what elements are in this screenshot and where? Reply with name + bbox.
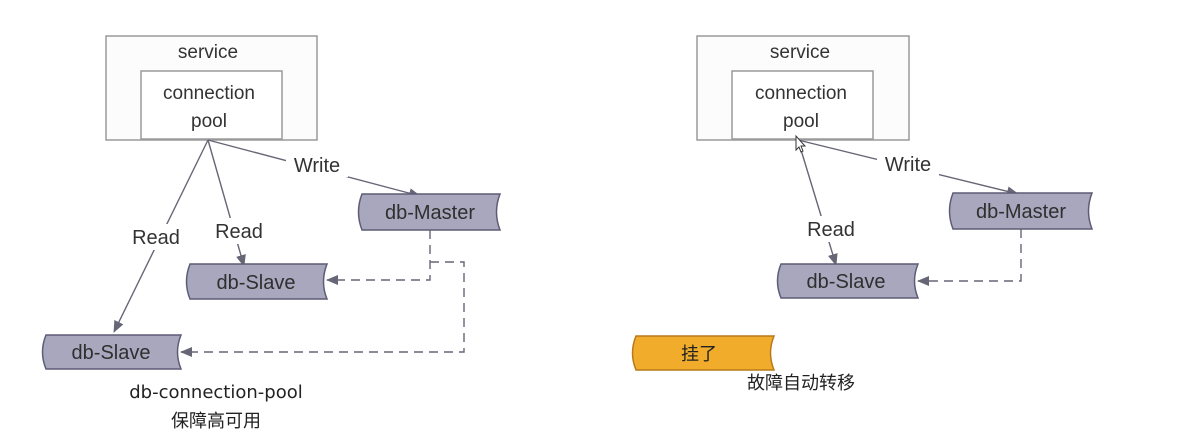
left-pool-box (140, 70, 283, 140)
right-down-node (631, 335, 776, 371)
left-slave-node-a (185, 263, 329, 300)
left-master-node (357, 193, 502, 231)
right-slave-label: db-Slave (807, 271, 886, 293)
right-write-label-bg (877, 152, 939, 176)
left-service-label: service (178, 42, 238, 63)
right-write-label: Write (885, 154, 931, 176)
right-read-label-bg (801, 216, 861, 242)
right-read-arrow (797, 139, 838, 266)
left-pool-label-line1: connection (163, 83, 255, 104)
left-pool-label-line2: pool (191, 111, 227, 132)
left-diagram: service connection pool Write Read Read … (41, 35, 502, 432)
right-down-label: 挂了 (681, 344, 717, 365)
left-write-label: Write (294, 155, 340, 177)
right-service-label: service (770, 42, 830, 63)
right-slave-node (776, 263, 920, 299)
left-slave-label-a: db-Slave (217, 272, 296, 294)
right-master-node (948, 192, 1094, 230)
left-read-arrow-b (207, 139, 246, 267)
right-diagram: service connection pool Write Read db-Ma… (631, 35, 1094, 394)
left-slave-node-b (41, 334, 183, 370)
right-read-label: Read (807, 219, 855, 241)
left-read-label-b-bg (209, 218, 269, 244)
left-read-label-a: Read (132, 227, 180, 249)
right-master-label: db-Master (976, 201, 1066, 223)
left-caption-line1: db-connection-pool (129, 382, 302, 403)
left-caption-line2: 保障高可用 (171, 411, 261, 432)
left-master-label: db-Master (385, 202, 475, 224)
left-write-label-bg (286, 153, 348, 177)
left-slave-label-b: db-Slave (72, 342, 151, 364)
right-pool-label-line2: pool (783, 111, 819, 132)
left-read-label-b: Read (215, 221, 263, 243)
left-replication-line-b (180, 261, 465, 357)
left-read-label-a-bg (126, 224, 186, 250)
right-pool-box (731, 70, 874, 140)
left-replication-line-a (326, 230, 431, 285)
right-pool-label-line1: connection (755, 83, 847, 104)
right-caption: 故障自动转移 (747, 373, 855, 394)
right-replication-line (917, 229, 1022, 286)
mouse-pointer-icon (795, 134, 807, 153)
